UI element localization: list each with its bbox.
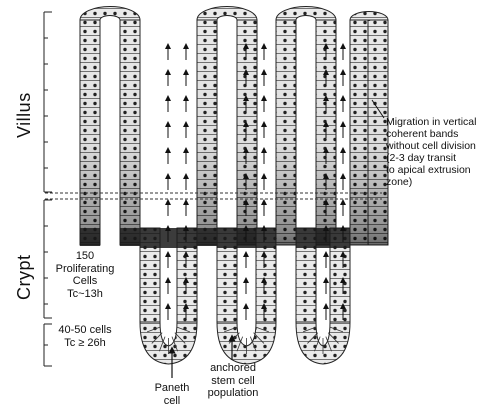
stem-bracket [43,323,52,367]
paneth-cell-label: Paneth cell [154,382,190,407]
crypt-3-base-cell-2 [307,332,319,344]
villus-label: Villus [14,92,34,138]
migration-arrows [165,43,346,320]
villus-bracket [43,11,52,193]
villus-base-band-2 [120,228,140,246]
migration-note: Migration in vertical coherent bands wit… [386,116,477,189]
villus-2-right-wall-shade [237,20,257,245]
crypt-1-base-cell-2 [151,332,163,344]
villus-1-tip [79,6,141,21]
crypt-label: Crypt [14,254,34,300]
villus-3-tip [275,6,337,21]
crypt-3-proliferative-band [296,228,350,248]
crypt-1-base-cell-1 [146,326,161,333]
crypt-3-base [295,321,351,365]
villus-base-band-4 [197,228,217,246]
crypt-1-base-cell-7 [176,326,191,333]
crypt-3-base-cell-6 [327,332,339,344]
crypt-2-base-cell-3 [236,336,244,352]
crypt-3-base-cell-7 [329,326,344,333]
crypt-2-base-cell-1 [224,326,238,333]
villus-2-left-wall-shade [197,20,217,245]
villus-3-left-wall-shade [276,20,296,245]
crypt-2-base-cell-6 [253,332,265,344]
crypt-1-base-cell-3 [158,336,166,352]
crypt-2-base-cell-7 [255,326,269,333]
stem-cell-count-label: 40-50 cells Tc ≥ 26h [58,324,112,349]
villus-2-tip [196,6,258,21]
villus-1-left-wall-shade [80,20,100,245]
crypt-3-base-cell-5 [325,336,332,352]
crypt-bracket [43,199,52,319]
crypts-group [139,227,351,365]
villus-4-left-wall-shade [350,20,370,245]
crypt-1-base-cell-5 [171,336,179,352]
villus-4-right-wall-shade [368,20,388,245]
anchored-stem-cell-label: anchored stem cell population [207,362,259,400]
crypt-3-base-cell-1 [302,326,317,333]
migration-callout-arrow [371,99,385,119]
villus-base-band-1 [80,228,100,246]
proliferating-cells-label: 150 Proliferating Cells Tc~13h [55,250,115,300]
villi-group [79,6,389,246]
crypt-1-base-cell-6 [174,332,186,344]
crypt-2-base-cell-5 [249,336,257,352]
villus-1-right-wall-shade [120,20,140,245]
crypt-3-base-cell-3 [314,336,321,352]
villus-4-tip [349,10,389,21]
